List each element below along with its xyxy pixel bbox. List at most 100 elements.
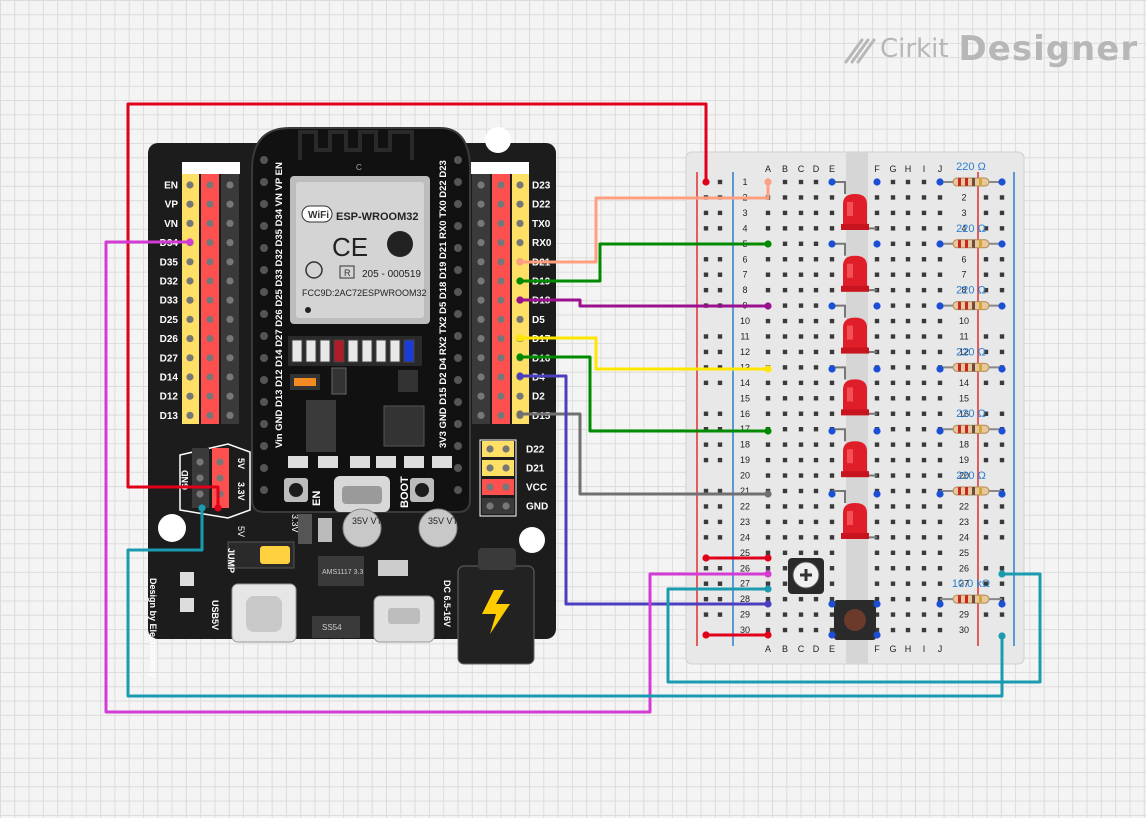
header-pin[interactable] xyxy=(206,296,214,304)
header-pin[interactable] xyxy=(186,181,194,189)
wire-endpoint[interactable] xyxy=(516,334,524,342)
wire-endpoint[interactable] xyxy=(702,631,710,639)
header-pin[interactable] xyxy=(516,392,524,400)
header-pin[interactable] xyxy=(497,239,505,247)
wire-endpoint[interactable] xyxy=(998,365,1006,373)
header-pin[interactable] xyxy=(477,277,485,285)
wire-endpoint[interactable] xyxy=(764,302,772,310)
header-pin[interactable] xyxy=(497,258,505,266)
voltage-jumper[interactable]: JUMP 5V 3.3V xyxy=(226,514,332,573)
header-pin[interactable] xyxy=(186,296,194,304)
header-pin[interactable] xyxy=(186,373,194,381)
wire-endpoint[interactable] xyxy=(764,554,772,562)
wire-endpoint[interactable] xyxy=(198,504,206,512)
wire-endpoint[interactable] xyxy=(516,258,524,266)
header-pin[interactable] xyxy=(477,296,485,304)
wire-endpoint[interactable] xyxy=(702,178,710,186)
wire-endpoint[interactable] xyxy=(873,427,881,435)
led[interactable] xyxy=(832,242,877,292)
wire-endpoint[interactable] xyxy=(936,302,944,310)
wire-endpoint[interactable] xyxy=(764,427,772,435)
header-pin[interactable] xyxy=(477,258,485,266)
wire-endpoint[interactable] xyxy=(764,490,772,498)
esp32-shield-board[interactable]: SVG ENVPVND34D35D32D33D25D26D27D14D12D13… xyxy=(148,127,556,678)
header-pin[interactable] xyxy=(226,258,234,266)
wire-endpoint[interactable] xyxy=(998,178,1006,186)
header-pin[interactable] xyxy=(477,219,485,227)
wire-endpoint[interactable] xyxy=(214,504,222,512)
wire-endpoint[interactable] xyxy=(828,600,836,608)
push-button[interactable] xyxy=(834,600,876,640)
header-pin[interactable] xyxy=(497,181,505,189)
wire-endpoint[interactable] xyxy=(828,302,836,310)
header-pin[interactable] xyxy=(206,354,214,362)
header-pin[interactable] xyxy=(497,354,505,362)
header-pin[interactable] xyxy=(497,335,505,343)
wire-endpoint[interactable] xyxy=(764,585,772,593)
wire-endpoint[interactable] xyxy=(828,427,836,435)
wire-endpoint[interactable] xyxy=(998,302,1006,310)
header-pin[interactable] xyxy=(226,373,234,381)
wire-endpoint[interactable] xyxy=(873,490,881,498)
header-pin[interactable] xyxy=(477,335,485,343)
led[interactable] xyxy=(832,366,877,416)
header-pin[interactable] xyxy=(497,296,505,304)
header-pin[interactable] xyxy=(497,411,505,419)
dc-power-jack[interactable]: DC 6.5-16V xyxy=(442,548,535,665)
resistor[interactable]: 220 Ω xyxy=(940,470,1002,496)
wire-endpoint[interactable] xyxy=(516,372,524,380)
header-pin[interactable] xyxy=(186,200,194,208)
wire-endpoint[interactable] xyxy=(936,365,944,373)
header-pin[interactable] xyxy=(516,181,524,189)
header-pin[interactable] xyxy=(226,354,234,362)
header-pin[interactable] xyxy=(186,277,194,285)
header-pin[interactable] xyxy=(477,239,485,247)
wire-endpoint[interactable] xyxy=(764,600,772,608)
led[interactable] xyxy=(832,304,877,354)
resistor[interactable]: 10.0 kΩ xyxy=(940,578,1002,604)
header-pin[interactable] xyxy=(477,373,485,381)
wire-endpoint[interactable] xyxy=(764,240,772,248)
header-pin[interactable] xyxy=(477,315,485,323)
header-pin[interactable] xyxy=(226,315,234,323)
header-pin[interactable] xyxy=(516,315,524,323)
header-pin[interactable] xyxy=(206,392,214,400)
resistor[interactable]: 220 Ω xyxy=(940,285,1002,311)
led[interactable] xyxy=(832,490,877,539)
header-pin[interactable] xyxy=(186,411,194,419)
wire-endpoint[interactable] xyxy=(828,240,836,248)
header-pin[interactable] xyxy=(206,335,214,343)
wire-endpoint[interactable] xyxy=(873,600,881,608)
wire-endpoint[interactable] xyxy=(873,365,881,373)
header-pin[interactable] xyxy=(186,354,194,362)
header-pin[interactable] xyxy=(516,200,524,208)
leds[interactable] xyxy=(832,181,877,539)
wire-endpoint[interactable] xyxy=(764,570,772,578)
header-pin[interactable] xyxy=(186,219,194,227)
resistor[interactable]: 220 Ω xyxy=(940,223,1002,249)
usb-c-port[interactable]: USB5V xyxy=(210,583,297,643)
header-pin[interactable] xyxy=(226,335,234,343)
wire-endpoint[interactable] xyxy=(873,631,881,639)
header-pin[interactable] xyxy=(226,200,234,208)
wire-endpoint[interactable] xyxy=(873,178,881,186)
wire-endpoint[interactable] xyxy=(936,240,944,248)
header-pin[interactable] xyxy=(186,258,194,266)
header-pin[interactable] xyxy=(206,373,214,381)
wire-endpoint[interactable] xyxy=(516,277,524,285)
header-pin[interactable] xyxy=(186,335,194,343)
header-pin[interactable] xyxy=(226,277,234,285)
wire-endpoint[interactable] xyxy=(873,302,881,310)
wire-endpoint[interactable] xyxy=(998,240,1006,248)
wire-endpoint[interactable] xyxy=(998,600,1006,608)
header-pin[interactable] xyxy=(477,411,485,419)
header-pin[interactable] xyxy=(206,258,214,266)
header-pin[interactable] xyxy=(206,181,214,189)
wire-endpoint[interactable] xyxy=(516,296,524,304)
wire-endpoint[interactable] xyxy=(764,365,772,373)
resistor[interactable]: 220 Ω xyxy=(940,346,1002,372)
header-pin[interactable] xyxy=(497,219,505,227)
wire-endpoint[interactable] xyxy=(936,427,944,435)
header-pin[interactable] xyxy=(226,181,234,189)
header-pin[interactable] xyxy=(226,392,234,400)
